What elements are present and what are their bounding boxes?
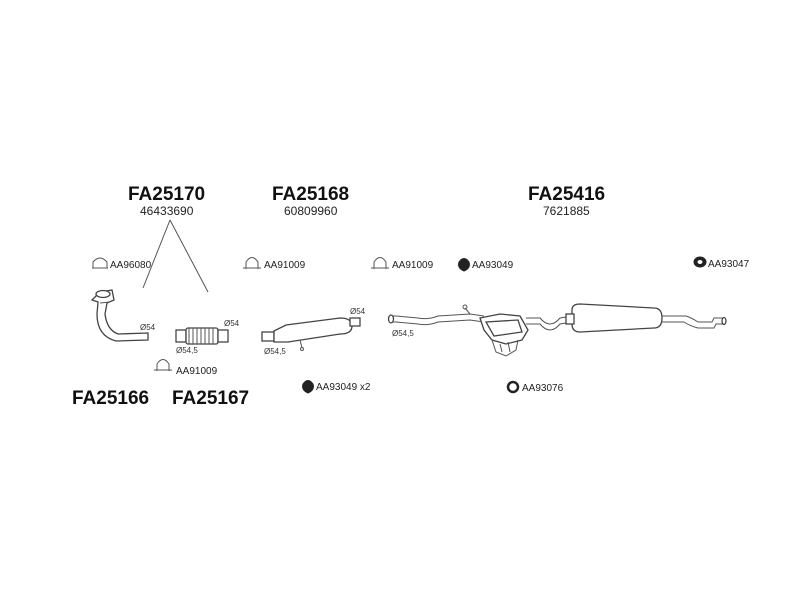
rubber-hanger-icon <box>693 256 707 268</box>
accessory-label: AA93049 x2 <box>316 382 371 393</box>
assembly-oem-number-3: 7621885 <box>543 204 590 218</box>
assembly-part-number-1: FA25170 <box>128 184 205 205</box>
part-number-flex-pipe: FA25167 <box>172 388 249 409</box>
clamp-icon <box>92 257 108 269</box>
dimension-label: Ø54,5 <box>392 329 414 338</box>
accessory-label: AA91009 <box>392 260 434 271</box>
assembly-oem-number-2: 60809960 <box>284 204 338 218</box>
part-number-front-pipe: FA25166 <box>72 388 149 409</box>
front-pipe <box>90 289 149 342</box>
assembly-part-number-2: FA25168 <box>272 184 349 205</box>
accessory-label: AA91009 <box>264 260 306 271</box>
dimension-label: Ø54 <box>350 307 366 316</box>
accessory-label: AA93049 <box>472 260 514 271</box>
assembly-group-lines <box>142 219 209 293</box>
middle-silencer <box>261 317 361 351</box>
u-clamp-icon <box>154 359 172 371</box>
flex-pipe <box>175 327 229 345</box>
u-clamp-icon <box>243 257 261 269</box>
dimension-label: Ø54 <box>140 323 156 332</box>
accessory-label: AA91009 <box>176 366 218 377</box>
u-clamp-icon <box>371 257 389 269</box>
rubber-mount-icon <box>302 380 314 394</box>
dimension-label: Ø54 <box>224 319 240 328</box>
o-ring-icon <box>506 380 520 394</box>
accessory-label: AA93047 <box>708 259 750 270</box>
assembly-part-number-3: FA25416 <box>528 184 605 205</box>
dimension-label: Ø54,5 <box>176 346 198 355</box>
assembly-oem-number-1: 46433690 <box>140 204 194 218</box>
group-line-right <box>169 219 209 293</box>
rear-exhaust-section <box>387 303 727 357</box>
dimension-label: Ø54,5 <box>264 347 286 356</box>
rubber-mount-icon <box>458 258 470 272</box>
accessory-label: AA96080 <box>110 260 152 271</box>
accessory-label: AA93076 <box>522 383 564 394</box>
group-line-left <box>142 219 171 289</box>
